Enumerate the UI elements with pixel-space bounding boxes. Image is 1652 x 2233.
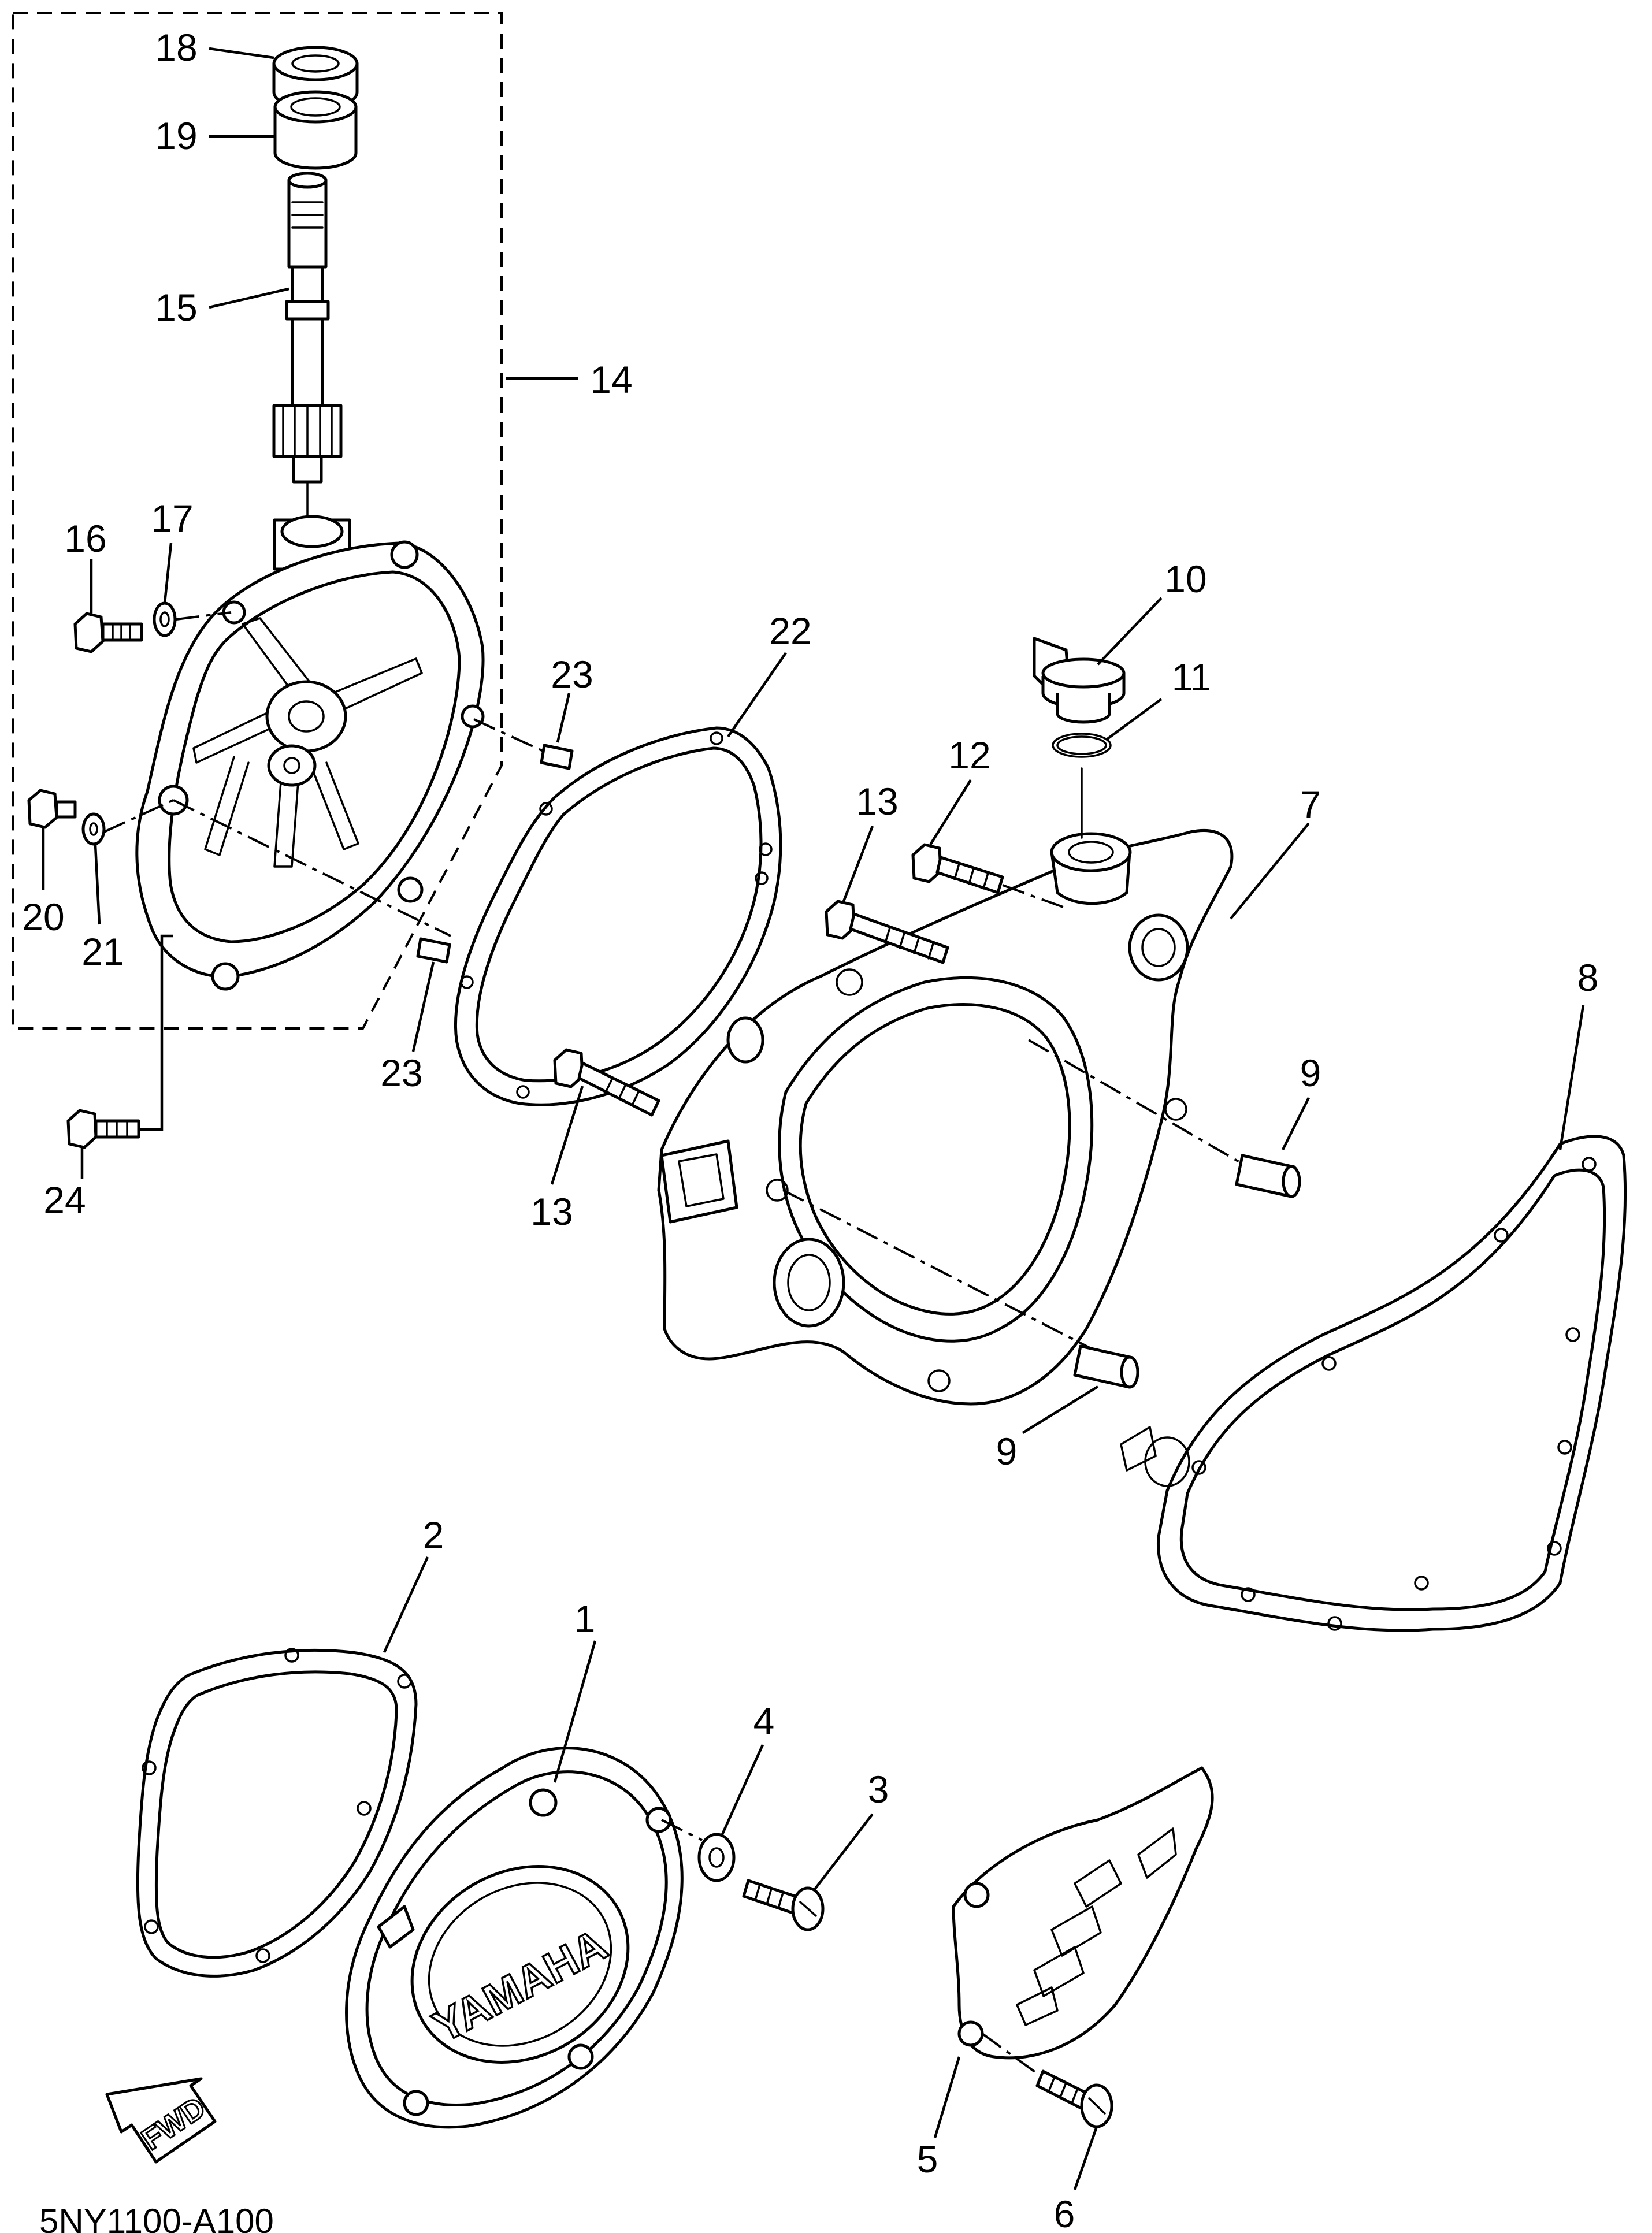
gasket-8-part <box>1120 1005 1627 1632</box>
gasket-22-part <box>454 652 787 1106</box>
oil-filler-cap-part <box>1033 597 1163 724</box>
screw-3-part <box>742 1813 874 1931</box>
callout-1: 1 <box>574 1597 596 1640</box>
callout-4: 4 <box>753 1700 775 1742</box>
callout-15: 15 <box>155 286 197 329</box>
bolt-13-upper-part <box>825 826 949 964</box>
callout-9-upper: 9 <box>1300 1052 1321 1094</box>
callout-labels: 1 2 3 4 5 6 7 8 9 9 10 11 12 13 13 14 15… <box>22 26 1598 2233</box>
callout-11: 11 <box>1172 656 1212 698</box>
bolt-13-lower-part <box>550 1048 660 1185</box>
dowel-pin-upper-part <box>473 693 574 770</box>
callout-8: 8 <box>1577 956 1599 999</box>
bolt-12-part <box>911 779 1064 908</box>
water-pump-housing <box>135 515 485 991</box>
callout-14: 14 <box>590 358 632 401</box>
bolt-16-part <box>73 559 143 653</box>
o-ring-part <box>1052 698 1163 839</box>
callout-9-lower: 9 <box>996 1430 1018 1473</box>
impeller-shaft-part <box>209 172 343 524</box>
washer-21-part <box>81 799 174 925</box>
callout-18: 18 <box>155 26 197 69</box>
callout-5: 5 <box>917 2138 938 2180</box>
dowel-pin-9-lower-part <box>1022 1344 1139 1434</box>
forward-direction-arrow: FWD <box>105 2077 217 2164</box>
callout-3: 3 <box>868 1768 889 1811</box>
callout-7: 7 <box>1300 783 1321 826</box>
callout-13-lower: 13 <box>530 1190 573 1233</box>
callout-12: 12 <box>948 734 990 776</box>
callout-20: 20 <box>22 896 64 938</box>
dowel-pin-9-upper-part <box>1235 1097 1311 1198</box>
callout-21: 21 <box>81 930 124 973</box>
bearing-part <box>209 90 358 170</box>
callout-6: 6 <box>1054 2193 1075 2233</box>
dowel-pin-lower-part <box>411 937 451 1052</box>
callout-16: 16 <box>64 517 106 560</box>
callout-19: 19 <box>155 114 197 157</box>
callout-17: 17 <box>151 497 193 540</box>
oil-seal-part <box>209 46 359 110</box>
callout-23-lower: 23 <box>380 1052 422 1094</box>
drawing-code: 5NY1100-A100 <box>39 2202 274 2233</box>
callout-13-upper: 13 <box>856 780 898 823</box>
crankcase-cover-part <box>657 822 1310 1406</box>
gasket-2-part <box>136 1556 429 1978</box>
washer-17-part <box>153 543 232 637</box>
clutch-cover-part: YAMAHA <box>345 1640 703 2129</box>
assembly-14-boundary <box>12 12 578 1030</box>
callout-2: 2 <box>423 1514 444 1556</box>
bolt-24-part <box>66 934 173 1179</box>
callout-10: 10 <box>1164 558 1206 600</box>
screw-6-part <box>1035 2069 1113 2190</box>
washer-4-part <box>697 1744 764 1882</box>
callout-23-upper: 23 <box>551 653 593 696</box>
sprocket-cover-part <box>933 1766 1214 2138</box>
callout-22: 22 <box>769 610 811 652</box>
callout-24: 24 <box>43 1179 86 1221</box>
bolt-20-part <box>27 789 77 890</box>
